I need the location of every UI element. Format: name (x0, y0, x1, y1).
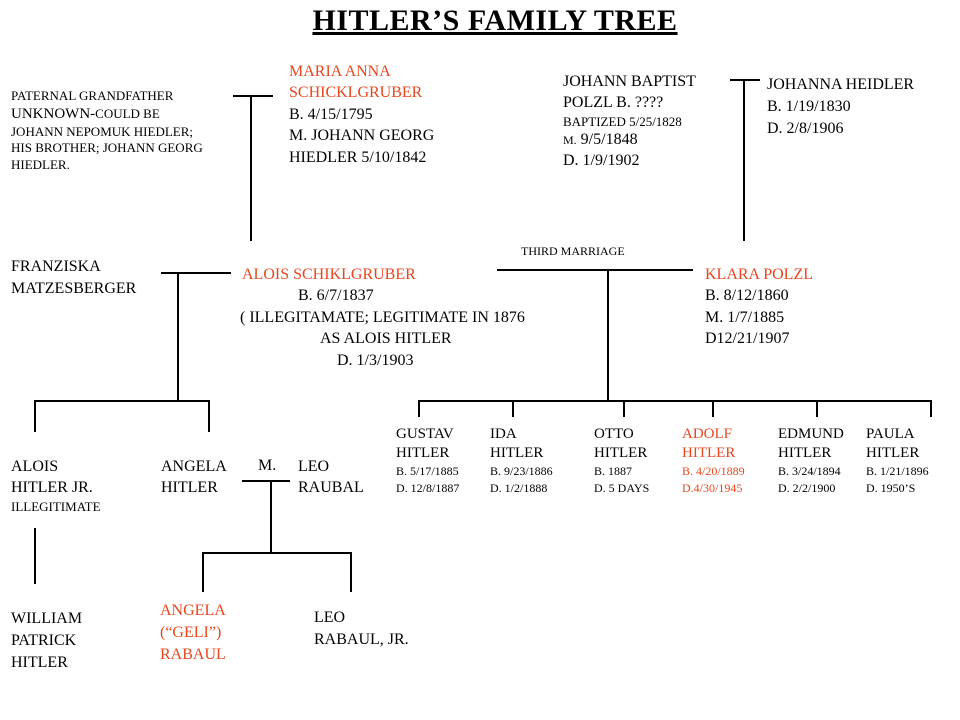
connector-to-geli (202, 552, 204, 592)
child-edmund: EDMUND HITLER B. 3/24/1894 D. 2/2/1900 (778, 426, 844, 495)
angela-geli-raubal: ANGELA (“GELI”) RABAUL (160, 602, 226, 664)
page-title: HITLER’S FAMILY TREE (312, 4, 678, 37)
franziska-matzesberger: FRANZISKA MATZESBERGER (11, 258, 137, 298)
connector-to-adolf (712, 400, 714, 417)
connector-to-paula (930, 400, 932, 417)
connector-franziska-alois-descent (177, 272, 179, 400)
paternal-grandfather: PATERNAL GRANDFATHER UNKNOWN-COULD BE JO… (11, 88, 203, 172)
william-patrick-hitler: WILLIAM PATRICK HITLER (11, 610, 83, 672)
connector-to-angela (208, 400, 210, 432)
connector-to-ida (512, 400, 514, 417)
maria-anna-schicklgruber: MARIA ANNA SCHICKLGRUBER B. 4/15/1795 M.… (289, 63, 435, 166)
connector-franziska-children-bar (34, 400, 210, 402)
connector-to-edmund (816, 400, 818, 417)
child-otto: OTTO HITLER B. 1887 D. 5 DAYS (594, 426, 650, 495)
connector-angela-leo-marriage (242, 480, 290, 482)
connector-to-gustav (418, 400, 420, 417)
connector-raubal-children-bar (202, 552, 352, 554)
child-ida: IDA HITLER B. 9/23/1886 D. 1/2/1888 (490, 426, 553, 495)
connector-to-alois-jr (34, 400, 36, 432)
leo-raubal: LEO RAUBAL (298, 458, 364, 497)
connector-to-leo-jr (350, 552, 352, 592)
angela-hitler: ANGELA HITLER (161, 458, 227, 496)
connector-to-otto (623, 400, 625, 417)
connector-angela-leo-descent (270, 480, 272, 552)
connector-alois-klara-descent (607, 269, 609, 400)
connector-grandparents-descent (250, 95, 252, 241)
connector-polzl-descent (743, 79, 745, 241)
connector-alois-jr-to-william (34, 528, 36, 584)
johanna-heidler: JOHANNA HEIDLER B. 1/19/1830 D. 2/8/1906 (767, 76, 915, 138)
leo-raubal-jr: LEO RABAUL, JR. (314, 609, 409, 649)
alois-schiklgruber: ALOIS SCHIKLGRUBER B. 6/7/1837 ( ILLEGIT… (240, 266, 525, 369)
johann-baptist-polzl: JOHANN BAPTIST POLZL B. ???? BAPTIZED 5/… (563, 73, 696, 170)
connector-klara-children-bar (418, 400, 932, 402)
connector-polzl-marriage (730, 79, 760, 81)
child-adolf: ADOLF HITLER B. 4/20/1889 D.4/30/1945 (682, 426, 745, 495)
connector-grandparents-marriage (233, 95, 273, 97)
klara-polzl: KLARA POLZL B. 8/12/1860 M. 1/7/1885 D12… (705, 266, 813, 348)
connector-franziska-alois-marriage (161, 272, 231, 274)
child-paula: PAULA HITLER B. 1/21/1896 D. 1950’S (866, 426, 929, 495)
married-label: M. (258, 457, 277, 474)
child-gustav: GUSTAV HITLER B. 5/17/1885 D. 12/8/1887 (396, 426, 460, 495)
alois-hitler-jr: ALOIS HITLER JR. ILLEGITIMATE (11, 458, 101, 514)
third-marriage-label: THIRD MARRIAGE (521, 244, 625, 258)
connector-alois-klara-marriage (497, 269, 693, 271)
